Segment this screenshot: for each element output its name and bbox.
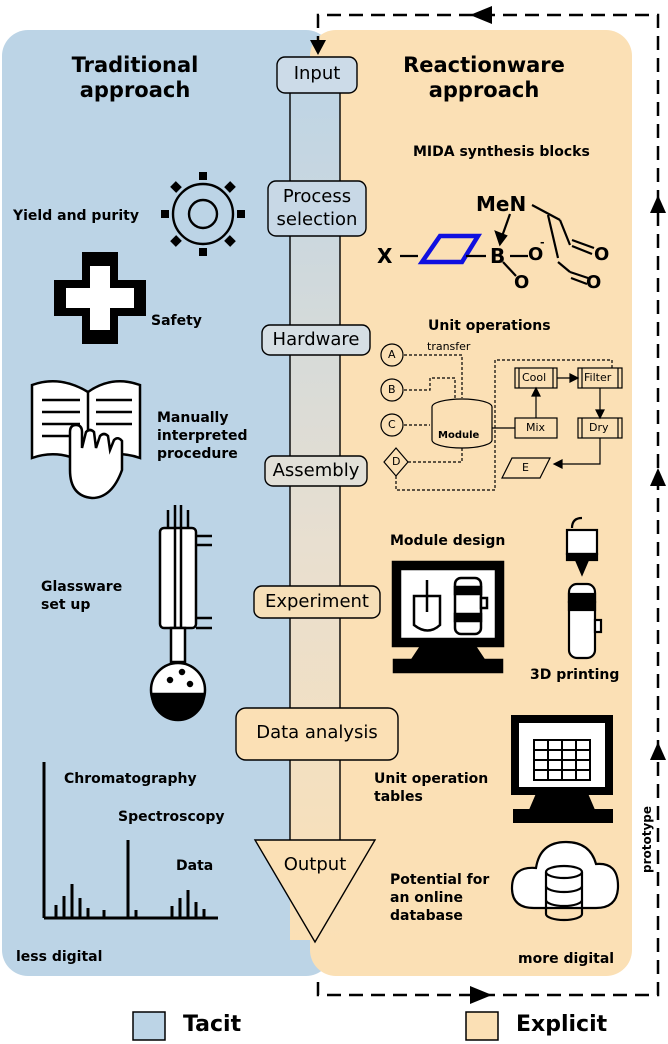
label-db-line1: Potential for xyxy=(390,872,490,888)
stage-process-box xyxy=(267,180,367,237)
flow-node-e: E xyxy=(522,461,529,474)
arrow-head-down-icon xyxy=(310,40,326,55)
label-glassware-line2: set up xyxy=(41,597,91,614)
label-tables-line1: Unit operation xyxy=(374,771,489,787)
label-glassware-line1: Glassware xyxy=(41,579,123,595)
label-less-digital: less digital xyxy=(16,949,103,965)
label-chromatography: Chromatography xyxy=(64,771,197,787)
arrow-head-up-icon xyxy=(650,195,666,213)
prototype-loop xyxy=(316,13,660,997)
label-mida: MIDA synthesis blocks xyxy=(413,144,590,160)
label-manual-line2: interpreted xyxy=(157,428,248,445)
unit-operations-flow xyxy=(380,343,623,491)
arrow-head-top-icon xyxy=(470,6,492,24)
label-yield: Yield and purity xyxy=(13,208,139,224)
manual-book-icon xyxy=(30,380,142,500)
label-manual-line1: Manually xyxy=(157,410,229,426)
glassware-icon xyxy=(149,505,212,722)
stage-process-line1: Process xyxy=(282,186,352,207)
stage-process-selection: Process selection xyxy=(268,186,366,231)
flow-cool-label: Cool xyxy=(522,371,547,384)
flow-transfer-label: transfer xyxy=(427,340,471,353)
molecule-o3: O xyxy=(514,272,530,293)
computer-table-icon xyxy=(511,715,613,823)
stage-output: Output xyxy=(283,854,347,875)
molecule-o4: O xyxy=(586,272,602,293)
legend-tacit-label: Tacit xyxy=(183,1012,242,1037)
tacit-panel xyxy=(2,30,332,976)
stage-hardware-box xyxy=(261,324,371,356)
flow-node-b: B xyxy=(388,383,396,396)
stage-experiment: Experiment xyxy=(264,591,369,612)
arrow-head-up-icon xyxy=(650,742,666,760)
stage-input: Input xyxy=(293,63,341,84)
traditional-heading-line2: approach xyxy=(79,78,191,103)
cloud-database-icon xyxy=(510,840,620,922)
arrow-head-right-icon xyxy=(470,986,492,1004)
flow-node-d: D xyxy=(392,455,401,468)
molecule-o2: O xyxy=(594,244,610,265)
flow-node-c: C xyxy=(388,418,396,431)
label-spectroscopy: Spectroscopy xyxy=(118,809,225,825)
reactionware-heading: Reactionware approach xyxy=(372,53,596,103)
label-prototype: prototype xyxy=(640,805,654,873)
flow-dry-label: Dry xyxy=(589,421,609,434)
stage-assembly-box xyxy=(264,455,368,487)
3d-printer-icon xyxy=(565,516,603,660)
flow-node-a: A xyxy=(388,348,396,361)
flow-module-label: Module xyxy=(438,430,480,441)
mida-molecule-icon xyxy=(400,204,595,286)
stage-output-funnel xyxy=(253,839,377,944)
explicit-panel xyxy=(310,30,632,976)
label-unit-operation-tables: Unit operation tables xyxy=(374,770,488,806)
stage-hardware: Hardware xyxy=(272,329,360,350)
spectrum-chart-icon xyxy=(42,762,218,920)
molecule-x: X xyxy=(377,244,393,268)
molecule-b: B xyxy=(490,244,506,268)
flow-filter-label: Filter xyxy=(584,371,612,384)
legend-explicit-label: Explicit xyxy=(516,1012,608,1037)
traditional-heading: Traditional approach xyxy=(40,53,230,103)
stage-experiment-box xyxy=(253,585,381,619)
label-more-digital: more digital xyxy=(518,951,615,967)
label-unit-operations: Unit operations xyxy=(428,318,551,334)
stage-assembly: Assembly xyxy=(272,460,360,481)
molecule-men: MeN xyxy=(476,192,527,216)
stage-input-box xyxy=(276,56,358,94)
stage-data-analysis: Data analysis xyxy=(256,722,378,743)
arrow-head-up-icon xyxy=(650,468,666,486)
label-module-design: Module design xyxy=(390,533,506,549)
traditional-heading-line1: Traditional xyxy=(71,53,199,77)
label-glassware: Glassware set up xyxy=(41,578,122,614)
label-3d-printing: 3D printing xyxy=(530,667,620,683)
molecule-minus: - xyxy=(540,236,545,249)
label-db-line2: an online xyxy=(390,890,463,907)
label-data: Data xyxy=(176,858,214,874)
legend-explicit-swatch xyxy=(465,1011,499,1041)
label-db-line3: database xyxy=(390,908,463,925)
label-manual-line3: procedure xyxy=(157,446,238,463)
label-safety: Safety xyxy=(151,313,202,329)
label-online-database: Potential for an online database xyxy=(390,871,489,926)
molecule-o1: O xyxy=(528,244,544,265)
label-manual: Manually interpreted procedure xyxy=(157,409,248,464)
gear-icon xyxy=(161,172,245,256)
legend-tacit-swatch xyxy=(132,1011,166,1041)
stage-data-analysis-box xyxy=(235,707,399,761)
label-tables-line2: tables xyxy=(374,789,423,806)
safety-cross-icon xyxy=(54,252,146,344)
reactionware-heading-line1: Reactionware xyxy=(403,53,565,77)
flow-mix-label: Mix xyxy=(526,421,546,434)
reactionware-heading-line2: approach xyxy=(428,78,540,103)
computer-design-icon xyxy=(391,560,505,674)
stage-process-line2: selection xyxy=(276,208,358,230)
